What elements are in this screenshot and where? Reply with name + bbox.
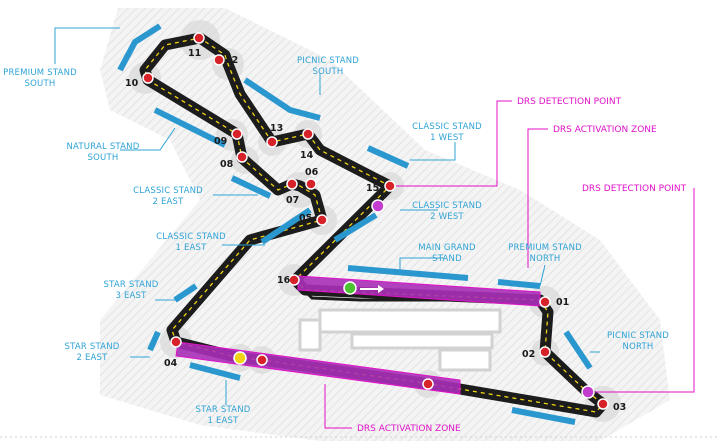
stand-labels: PREMIUM STAND SOUTH NATURAL STAND SOUTH … <box>3 56 669 426</box>
stand-natural-south <box>153 107 227 148</box>
label-premium-north-2: NORTH <box>530 254 561 264</box>
stand-premium-north <box>497 279 541 289</box>
drs-activation-label-1: DRS ACTIVATION ZONE <box>553 125 657 135</box>
label-picnic-north-2: NORTH <box>623 342 654 352</box>
drs-zone-glow <box>175 275 541 395</box>
stand-picnic-north <box>563 330 593 370</box>
label-classic-1-east-1: CLASSIC STAND <box>156 232 226 242</box>
turn-label-09: 09 <box>214 136 227 147</box>
stand-classic-1-east <box>260 207 312 245</box>
turn-label-06: 06 <box>305 167 319 178</box>
start-finish-arrow <box>360 285 384 293</box>
sector-marker-yellow <box>233 351 247 365</box>
label-picnic-south-1: PICNIC STAND <box>297 56 359 66</box>
turn-label-08: 08 <box>220 159 234 170</box>
turn-numbers: 01 02 03 04 05 06 07 08 09 10 11 12 13 1… <box>125 48 626 413</box>
label-picnic-north-1: PICNIC STAND <box>607 331 669 341</box>
drs-zones <box>176 276 540 394</box>
label-classic-1-west-1: CLASSIC STAND <box>412 122 482 132</box>
label-premium-south-1: PREMIUM STAND <box>3 68 77 78</box>
label-star-2-east-1: STAR STAND <box>65 342 120 352</box>
turn-label-01: 01 <box>556 297 569 308</box>
label-natural-south-1: NATURAL STAND <box>67 142 140 152</box>
turn-label-03: 03 <box>613 402 626 413</box>
label-classic-2-east-2: 2 EAST <box>152 197 184 207</box>
label-star-1-east-2: 1 EAST <box>207 416 239 426</box>
stand-premium-south <box>117 23 162 72</box>
turn-label-16: 16 <box>277 275 291 286</box>
drs-detection-label-1: DRS DETECTION POINT <box>517 97 622 107</box>
leader-lines <box>54 27 600 405</box>
drs-detection-label-2: DRS DETECTION POINT <box>582 184 687 194</box>
label-star-2-east-2: 2 EAST <box>76 353 108 363</box>
stand-classic-2-east <box>230 175 272 199</box>
turn-label-11: 11 <box>188 48 201 59</box>
label-main-grand-1: MAIN GRAND <box>418 243 476 253</box>
stand-classic-2-west <box>333 212 378 243</box>
label-premium-south-2: SOUTH <box>25 79 56 89</box>
paddock-buildings <box>298 308 502 372</box>
start-line-marker <box>343 281 357 295</box>
label-classic-1-west-2: 1 WEST <box>430 133 464 143</box>
stand-picnic-south <box>243 77 321 121</box>
stand-star-1-east <box>189 362 241 381</box>
drs-leader-lines <box>324 100 695 429</box>
label-star-3-east-1: STAR STAND <box>104 280 159 290</box>
stand-star-2-east <box>147 330 161 352</box>
label-classic-2-west-2: 2 WEST <box>430 212 464 222</box>
drs-detection-marker-1 <box>371 199 385 213</box>
stand-main-grand <box>347 265 469 281</box>
turn-label-10: 10 <box>125 78 139 89</box>
label-main-grand-2: STAND <box>432 254 462 264</box>
stand-star-3-east <box>173 283 198 303</box>
label-star-1-east-1: STAR STAND <box>196 405 251 415</box>
label-classic-2-west-1: CLASSIC STAND <box>412 201 482 211</box>
drs-detection-marker-2 <box>581 385 595 399</box>
turn-label-05: 05 <box>299 213 312 224</box>
turn-label-15: 15 <box>366 183 379 194</box>
turn-label-02: 02 <box>522 349 535 360</box>
turn-label-07: 07 <box>286 195 299 206</box>
corner-markers <box>142 32 609 410</box>
grandstands <box>117 23 593 425</box>
label-premium-north-1: PREMIUM STAND <box>508 243 582 253</box>
turn-label-13: 13 <box>270 123 283 134</box>
label-classic-1-east-2: 1 EAST <box>175 243 207 253</box>
label-star-3-east-2: 3 EAST <box>115 291 147 301</box>
turn-label-04: 04 <box>164 358 178 369</box>
sector-dashes <box>144 37 604 413</box>
drs-labels: DRS DETECTION POINT DRS ACTIVATION ZONE … <box>357 97 687 434</box>
label-classic-2-east-1: CLASSIC STAND <box>133 186 203 196</box>
stand-bottom <box>511 407 576 425</box>
label-picnic-south-2: SOUTH <box>313 67 344 77</box>
stand-classic-1-west <box>366 145 410 169</box>
drs-activation-label-2: DRS ACTIVATION ZONE <box>357 424 461 434</box>
venue-grounds <box>100 8 670 441</box>
label-natural-south-2: SOUTH <box>88 153 119 163</box>
turn-label-12: 12 <box>225 55 238 66</box>
turn-label-14: 14 <box>300 150 314 161</box>
